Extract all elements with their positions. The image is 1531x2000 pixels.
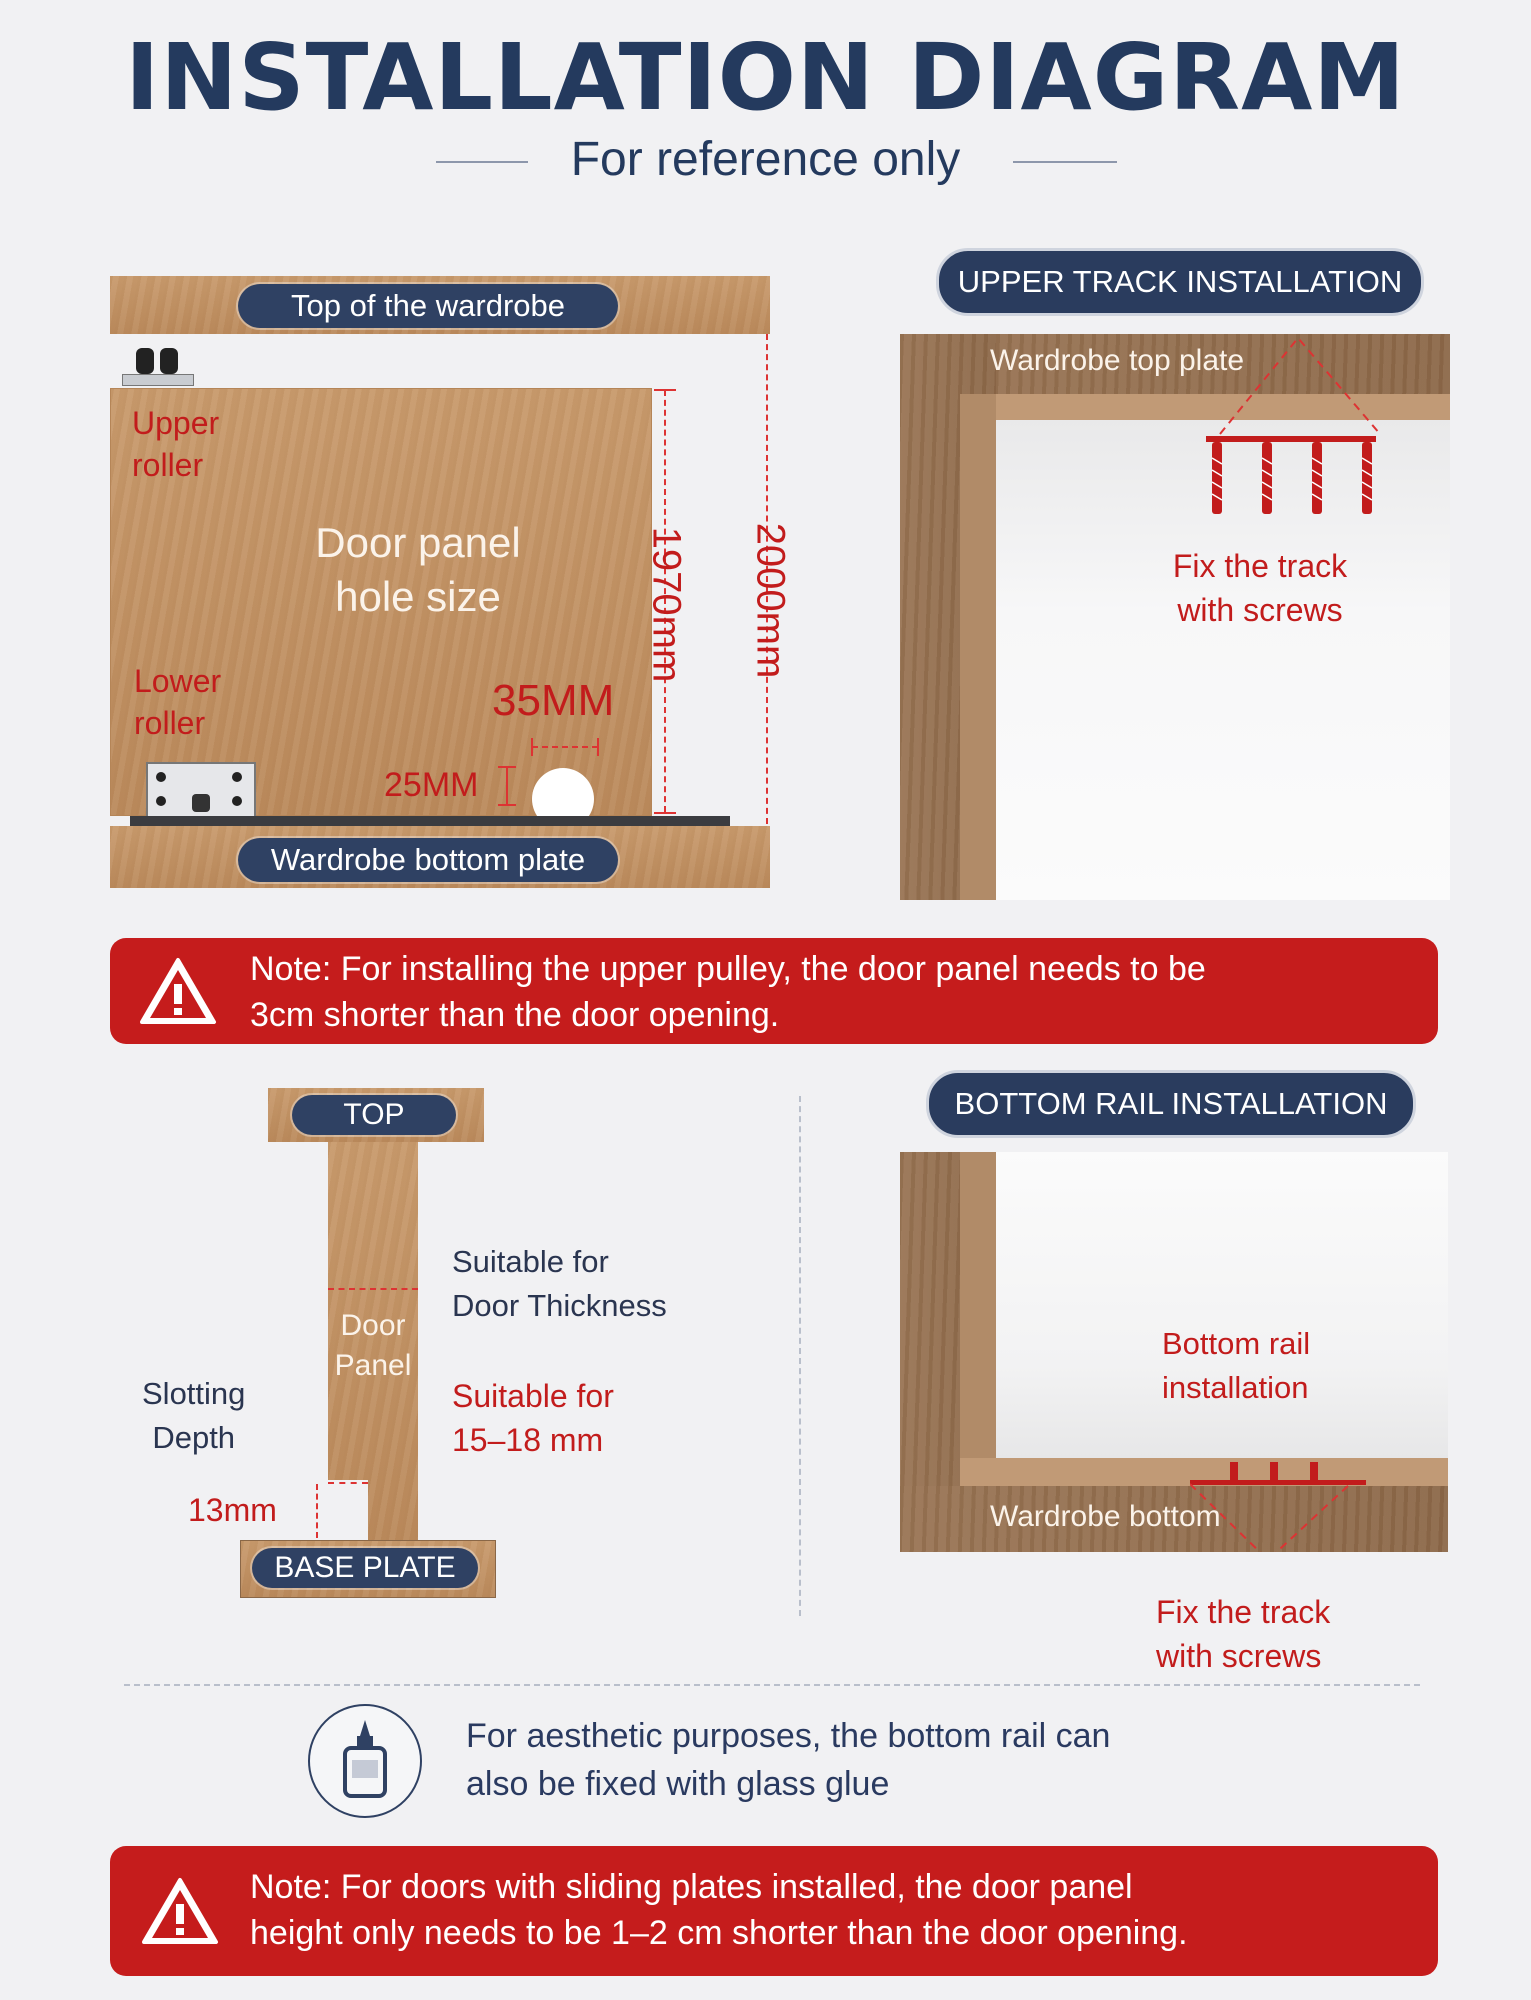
warning-icon <box>140 958 216 1024</box>
upper-track-illustration: Wardrobe top plate Fix the track with sc… <box>900 334 1450 900</box>
upper-track-heading: UPPER TRACK INSTALLATION <box>936 248 1424 316</box>
fix-track-upper-label: Fix the track with screws <box>1172 548 1348 628</box>
zoom-guide-icon <box>1219 336 1381 435</box>
subtitle-line-right <box>1013 161 1117 163</box>
warning-icon-2 <box>142 1878 218 1944</box>
cabinet-bottom-plate <box>900 1486 1448 1552</box>
page-subtitle: For reference only <box>570 133 961 186</box>
door-thickness-cross-section: TOP Door Panel BASE PLATE Suitable for D… <box>140 1088 740 1608</box>
top-label: TOP <box>292 1095 456 1135</box>
lower-roller-icon <box>146 762 256 820</box>
hole-width-dimension <box>532 746 598 748</box>
top-of-wardrobe-label: Top of the wardrobe <box>238 284 618 328</box>
base-plate-label: BASE PLATE <box>252 1548 478 1588</box>
door-panel-section-label: Door Panel <box>334 1309 412 1382</box>
wardrobe-top-plate-label: Wardrobe top plate <box>990 344 1245 377</box>
hole-width-label: 35MM <box>492 676 615 725</box>
upper-track-rail <box>1206 436 1376 442</box>
bottom-rail-illustration: Bottom rail installation Wardrobe bottom <box>900 1152 1448 1552</box>
door-panel <box>110 388 652 816</box>
glue-tip-text: For aesthetic purposes, the bottom rail … <box>466 1717 1111 1803</box>
upper-roller-icon <box>122 348 194 390</box>
note-sliding-plates: Note: For doors with sliding plates inst… <box>110 1846 1438 1976</box>
opening-height-dimension <box>766 334 768 824</box>
bottom-rail <box>130 816 730 826</box>
bottom-zoom-guide-icon <box>1190 1483 1351 1552</box>
note-upper-pulley-text: Note: For installing the upper pulley, t… <box>250 950 1206 1034</box>
bottom-rail-heading: BOTTOM RAIL INSTALLATION <box>926 1070 1416 1138</box>
bottom-screw-icon <box>1230 1462 1318 1482</box>
panel-height-label: 1970mm <box>644 526 689 683</box>
bottom-track-rail <box>1190 1480 1366 1485</box>
screw-icon <box>1211 442 1373 514</box>
wardrobe-bottom-label: Wardrobe bottom <box>990 1500 1221 1533</box>
wardrobe-bottom-plate-label: Wardrobe bottom plate <box>238 838 618 882</box>
door-panel-diagram: Top of the wardrobe Upper roller Door pa… <box>108 274 793 890</box>
door-panel-hole-size-label: Door panel hole size <box>315 519 521 620</box>
door-thickness-label: Suitable for Door Thickness <box>452 1244 667 1323</box>
subtitle-line-left <box>436 161 528 163</box>
page-title: INSTALLATION DIAGRAM <box>125 24 1406 131</box>
glue-bottle-icon <box>308 1704 422 1818</box>
section-divider <box>799 1096 801 1616</box>
tip-divider <box>124 1684 1420 1686</box>
lower-roller-label: Lower roller <box>134 663 222 741</box>
hole-depth-label: 25MM <box>384 766 479 804</box>
bottom-rail-install-label: Bottom rail installation <box>1162 1326 1311 1405</box>
slotting-depth-label: Slotting Depth <box>142 1376 246 1455</box>
door-thickness-value: Suitable for 15–18 mm <box>452 1378 614 1458</box>
note-sliding-plates-text: Note: For doors with sliding plates inst… <box>250 1868 1188 1952</box>
door-panel-section <box>328 1142 418 1540</box>
upper-roller-label: Upper roller <box>132 405 220 483</box>
fix-track-bottom-label: Fix the track with screws <box>1156 1594 1331 1674</box>
thickness-dimension <box>328 1288 418 1290</box>
note-upper-pulley: Note: For installing the upper pulley, t… <box>110 938 1438 1044</box>
panel-height-dimension <box>664 390 666 812</box>
opening-height-label: 2000mm <box>748 522 793 679</box>
slotting-depth-value: 13mm <box>188 1492 277 1528</box>
